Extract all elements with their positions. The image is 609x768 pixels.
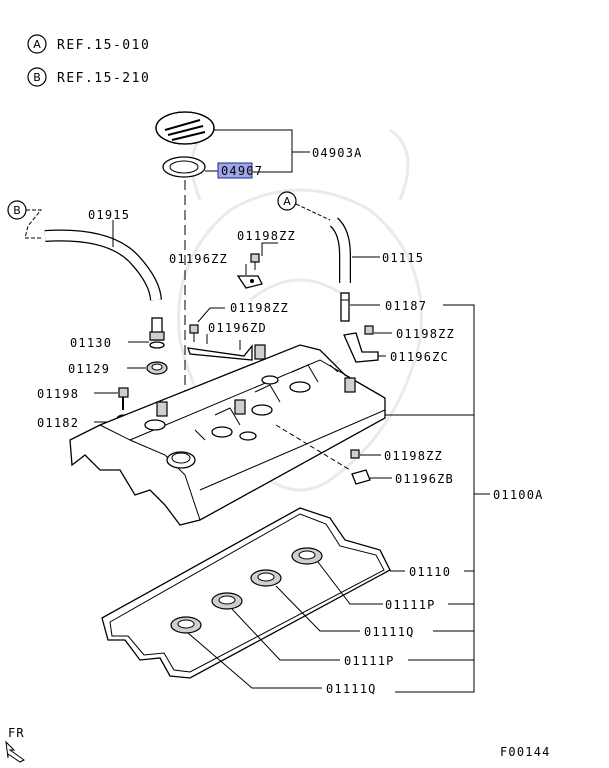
callout-b: B — [7, 200, 43, 239]
label-01111Q-2[interactable]: 01111Q — [326, 682, 377, 696]
label-01198ZZ-2[interactable]: 01198ZZ — [230, 301, 289, 315]
bracket-04903a — [213, 129, 293, 173]
label-01198ZZ-4[interactable]: 01198ZZ — [384, 449, 443, 463]
label-04903A[interactable]: 04903A — [312, 146, 363, 160]
bracket-01196zd[interactable] — [187, 344, 253, 361]
label-01111P-2[interactable]: 01111P — [344, 654, 395, 668]
oil-filler-cap[interactable] — [155, 111, 215, 145]
pipe-01187[interactable] — [340, 292, 350, 322]
callout-a-letter: A — [283, 195, 291, 208]
label-01111P-1[interactable]: 01111P — [385, 598, 436, 612]
label-01198ZZ-3[interactable]: 01198ZZ — [396, 327, 455, 341]
hose-01115[interactable] — [329, 217, 351, 283]
hose-01915[interactable] — [44, 229, 162, 301]
bolt-01198zz-lower[interactable] — [350, 449, 360, 459]
label-01196ZB[interactable]: 01196ZB — [395, 472, 454, 486]
ref-b: B REF.15-210 — [27, 67, 150, 87]
gasket-01110[interactable] — [101, 507, 391, 679]
label-01115[interactable]: 01115 — [382, 251, 424, 265]
valve-cover-01100a[interactable] — [69, 344, 386, 526]
label-01196ZC[interactable]: 01196ZC — [390, 350, 449, 364]
ref-a-text: REF.15-010 — [57, 38, 150, 53]
seal-01111q-1[interactable] — [250, 569, 282, 587]
front-arrow-icon — [5, 740, 25, 763]
label-01130[interactable]: 01130 — [70, 336, 112, 350]
label-01196ZD[interactable]: 01196ZD — [208, 321, 267, 335]
figure-id: F00144 — [500, 745, 551, 759]
label-01129[interactable]: 01129 — [68, 362, 110, 376]
bolt-01198zz-left[interactable] — [189, 324, 199, 342]
seal-01111p-2[interactable] — [211, 592, 243, 610]
label-01196ZZ[interactable]: 01196ZZ — [169, 252, 228, 266]
front-direction-indicator: FR — [5, 726, 25, 763]
callout-b-letter: B — [13, 204, 21, 217]
label-01110[interactable]: 01110 — [409, 565, 451, 579]
label-04907[interactable]: 04907 — [221, 164, 263, 178]
bolt-01198[interactable] — [118, 387, 129, 410]
ref-a-letter: A — [33, 38, 41, 51]
grommet-01129[interactable] — [146, 361, 168, 375]
label-01915[interactable]: 01915 — [88, 208, 130, 222]
cap-gasket[interactable] — [162, 156, 206, 178]
clip-01196zb[interactable] — [351, 469, 371, 485]
bolt-01198zz-top[interactable] — [250, 253, 260, 270]
seal-01111p-1[interactable] — [291, 547, 323, 565]
ref-a: A REF.15-010 — [27, 34, 150, 54]
label-01198ZZ-1[interactable]: 01198ZZ — [237, 229, 296, 243]
label-01100A[interactable]: 01100A — [493, 488, 544, 502]
ref-b-text: REF.15-210 — [57, 71, 150, 86]
seal-01111q-2[interactable] — [170, 616, 202, 634]
bracket-01196zc[interactable] — [343, 332, 379, 363]
highlight-04907 — [217, 162, 253, 179]
fitting-01130[interactable] — [149, 317, 165, 349]
label-01198[interactable]: 01198 — [37, 387, 79, 401]
callout-a: A — [277, 191, 331, 221]
label-01182[interactable]: 01182 — [37, 416, 79, 430]
label-01187[interactable]: 01187 — [385, 299, 427, 313]
direction-label: FR — [8, 726, 25, 740]
ref-b-letter: B — [33, 71, 41, 84]
bolt-01198zz-right[interactable] — [364, 325, 374, 335]
clamp-01196zz[interactable] — [236, 275, 263, 289]
label-01111Q-1[interactable]: 01111Q — [364, 625, 415, 639]
